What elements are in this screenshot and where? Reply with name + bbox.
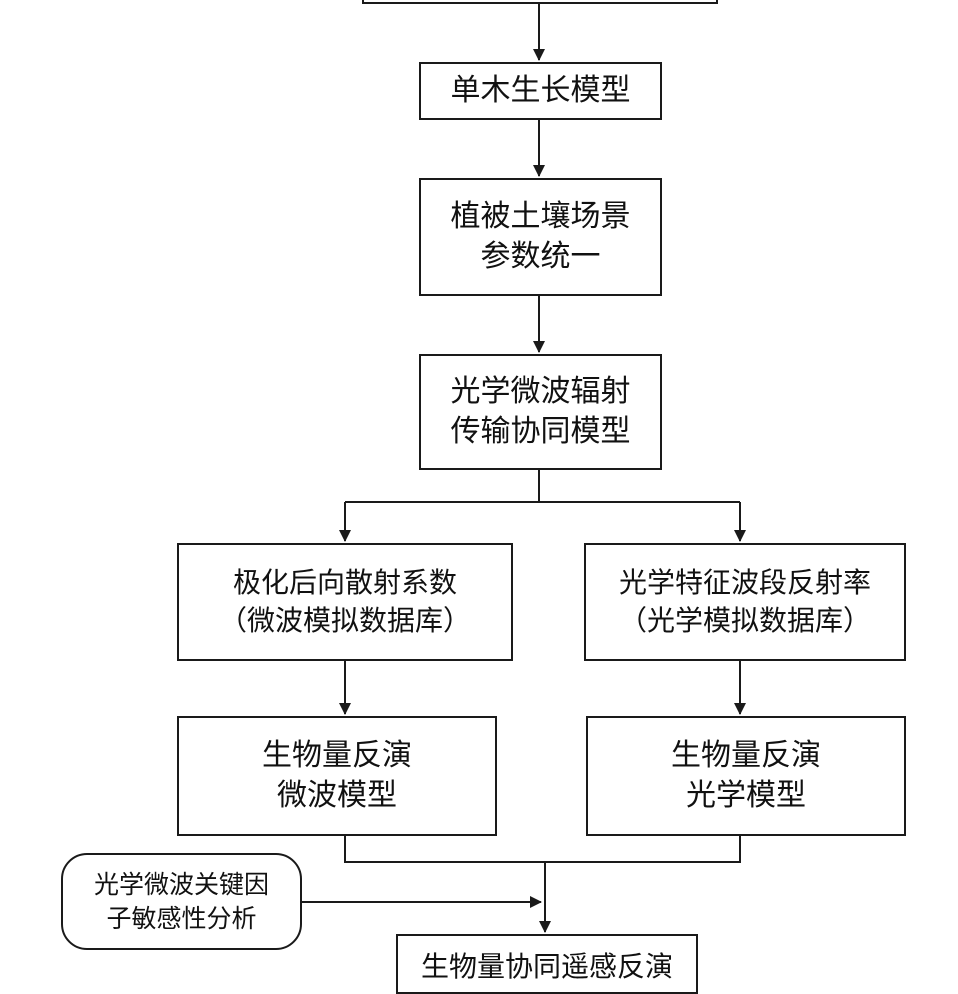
node-biomass-microwave-model: 生物量反演 微波模型 <box>177 716 497 836</box>
node-biomass-optical-model: 生物量反演 光学模型 <box>586 716 906 836</box>
node-optical-microwave-rt-model-line-1: 光学微波辐射 <box>450 373 631 409</box>
node-polarized-backscatter-line-2: （微波模拟数据库） <box>218 604 471 637</box>
node-single-tree-model-line-1: 单木生长模型 <box>450 72 631 108</box>
node-biomass-microwave-model-line-2: 微波模型 <box>277 778 397 813</box>
node-polarized-backscatter-line-1: 极化后向散射系数 <box>232 566 457 600</box>
node-vegetation-soil-params-line-1: 植被土壤场景 <box>450 198 631 234</box>
node-sensitivity-analysis: 光学微波关键因 子敏感性分析 <box>61 853 302 950</box>
connector-merge <box>344 836 741 863</box>
node-bottom-partial-line-1: 生物量协同遥感反演 <box>420 950 673 983</box>
node-biomass-optical-model-line-1: 生物量反演 <box>671 737 821 773</box>
node-sensitivity-analysis-line-1: 光学微波关键因 <box>93 869 269 899</box>
connector-layer <box>302 4 746 933</box>
node-optical-microwave-rt-model-line-2: 传输协同模型 <box>450 414 631 449</box>
node-optical-reflectance-line-1: 光学特征波段反射率 <box>618 566 871 600</box>
flowchart-canvas: 单木生长模型 植被土壤场景 参数统一 光学微波辐射 传输协同模型 极化后向散射系… <box>61 0 906 994</box>
node-optical-reflectance-line-2: （光学模拟数据库） <box>618 604 871 637</box>
node-biomass-microwave-model-line-1: 生物量反演 <box>262 737 412 773</box>
node-top-partial <box>362 0 718 4</box>
node-vegetation-soil-params: 植被土壤场景 参数统一 <box>419 178 662 296</box>
node-polarized-backscatter: 极化后向散射系数 （微波模拟数据库） <box>177 543 513 661</box>
node-optical-microwave-rt-model: 光学微波辐射 传输协同模型 <box>419 354 662 470</box>
node-single-tree-model: 单木生长模型 <box>419 62 662 120</box>
node-optical-reflectance: 光学特征波段反射率 （光学模拟数据库） <box>584 543 906 661</box>
node-sensitivity-analysis-line-2: 子敏感性分析 <box>106 903 257 933</box>
node-vegetation-soil-params-line-2: 参数统一 <box>480 239 601 274</box>
node-bottom-partial: 生物量协同遥感反演 <box>396 934 698 994</box>
node-biomass-optical-model-line-2: 光学模型 <box>686 778 806 813</box>
